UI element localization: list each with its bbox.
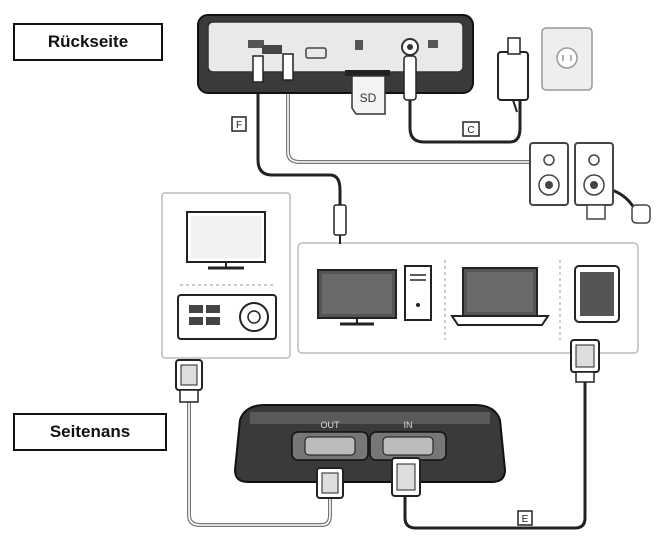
sd-card xyxy=(351,75,386,115)
laptop-icon xyxy=(450,267,550,326)
tablet-icon xyxy=(574,265,620,323)
port-mid xyxy=(305,47,327,59)
vga-connector-left xyxy=(175,359,203,403)
marker-c-label: C xyxy=(467,125,474,136)
port-left xyxy=(248,40,264,48)
plug-speaker xyxy=(282,53,294,81)
desktop-monitor-icon xyxy=(317,269,397,326)
port-in-label: IN xyxy=(404,420,413,430)
port-out-label: OUT xyxy=(321,420,341,430)
side-device: OUT IN xyxy=(233,404,507,499)
plug-f-end xyxy=(333,204,347,244)
cables xyxy=(187,76,642,530)
wall-outlet xyxy=(541,27,593,91)
vga-connector-right xyxy=(570,339,600,383)
power-adapter xyxy=(497,37,529,113)
side-view-label-text: Seitenans xyxy=(49,422,131,441)
side-view-label: Seitenans xyxy=(13,413,167,451)
port-usb xyxy=(262,45,282,54)
displays-panel xyxy=(297,242,639,354)
desktop-tower-icon xyxy=(404,265,432,321)
marker-e-label: E xyxy=(522,514,529,525)
marker-f: F xyxy=(231,116,247,132)
rear-device: SD xyxy=(197,14,474,115)
marker-c: C xyxy=(462,121,480,137)
plug-dc xyxy=(403,55,417,101)
tv-panel xyxy=(161,192,291,359)
marker-e: E xyxy=(517,510,533,526)
cable-f xyxy=(256,78,342,207)
marker-f-label: F xyxy=(236,120,242,131)
cable-vga-left-inner xyxy=(188,399,331,526)
plug-f xyxy=(252,55,264,83)
rear-view-label-text: Rückseite xyxy=(47,32,129,51)
cable-speaker-tail xyxy=(610,188,642,215)
cable-e xyxy=(403,378,587,530)
port-small xyxy=(355,40,363,50)
speakers xyxy=(529,142,651,224)
rear-view-label: Rückseite xyxy=(13,23,163,61)
sd-card-label: SD xyxy=(360,91,377,105)
cable-speaker-inner xyxy=(287,77,549,163)
cable-c xyxy=(408,94,522,144)
